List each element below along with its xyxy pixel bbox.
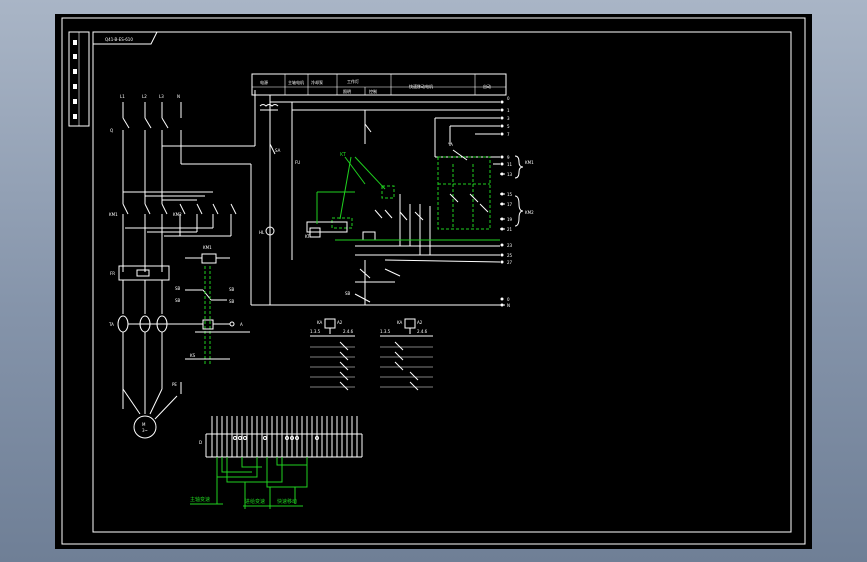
legend-label-rapid: 快速移动 bbox=[277, 498, 297, 505]
drawing-number-tab: Q41-B-ES-610 bbox=[93, 31, 158, 45]
svg-text:SB: SB bbox=[175, 286, 181, 291]
relay-contact-table-1: KA A2 1.3.5 2.4.6 bbox=[310, 318, 355, 391]
header-cell-control: 控制 bbox=[369, 88, 377, 94]
svg-text:3~: 3~ bbox=[142, 428, 148, 433]
svg-text:FU: FU bbox=[295, 160, 300, 165]
svg-text:KM2: KM2 bbox=[525, 210, 534, 215]
svg-text:KM1: KM1 bbox=[525, 160, 534, 165]
svg-text:21: 21 bbox=[507, 227, 513, 232]
thermal-relay bbox=[118, 265, 170, 281]
header-cell-auto: 自动 bbox=[483, 83, 491, 89]
svg-text:N: N bbox=[177, 94, 180, 99]
svg-text:L1: L1 bbox=[120, 94, 125, 99]
motor-label: M bbox=[142, 422, 146, 427]
svg-text:25: 25 bbox=[507, 253, 513, 258]
svg-text:2.4.6: 2.4.6 bbox=[343, 329, 354, 334]
svg-text:D: D bbox=[199, 440, 202, 445]
svg-text:13: 13 bbox=[507, 172, 513, 177]
svg-text:15: 15 bbox=[507, 192, 513, 197]
drawing-number: Q41-B-ES-610 bbox=[105, 37, 133, 42]
svg-text:SB: SB bbox=[229, 299, 235, 304]
svg-text:2.4.6: 2.4.6 bbox=[417, 329, 428, 334]
svg-text:L3: L3 bbox=[159, 94, 164, 99]
header-cell-lighting: 照明 bbox=[343, 89, 351, 94]
header-cell-rapid: 快速移动电机 bbox=[409, 83, 433, 89]
svg-text:HL: HL bbox=[259, 230, 265, 235]
svg-text:3: 3 bbox=[507, 116, 510, 121]
svg-text:1.3.5: 1.3.5 bbox=[380, 329, 391, 334]
legend-label-spindle: 主轴变速 bbox=[190, 496, 210, 503]
svg-text:TA: TA bbox=[108, 322, 114, 327]
svg-text:SA: SA bbox=[275, 148, 281, 153]
svg-text:Q: Q bbox=[110, 128, 113, 133]
svg-text:27: 27 bbox=[507, 260, 513, 265]
legend-label-feed: 进给变速 bbox=[245, 498, 265, 505]
legend: 主轴变速 进给变速 快速移动 bbox=[190, 496, 303, 507]
side-title-strip bbox=[68, 31, 90, 127]
right-terminals: 0 1 3 5 7 9 11 13 15 17 19 21 23 25 27 0 N KM1 K… bbox=[500, 96, 534, 308]
terminal-strip: D bbox=[199, 416, 363, 509]
svg-text:17: 17 bbox=[507, 202, 513, 207]
svg-text:KM2: KM2 bbox=[173, 212, 182, 217]
svg-text:N: N bbox=[507, 303, 510, 308]
svg-text:11: 11 bbox=[507, 162, 513, 167]
aux-components: KM1 SB SB SB SB A KS bbox=[175, 245, 250, 364]
svg-text:23: 23 bbox=[507, 243, 513, 248]
svg-text:A2: A2 bbox=[337, 320, 343, 325]
relay-contact-table-2: KA A2 1.3.5 2.4.6 bbox=[380, 318, 433, 391]
header-cell-coolant: 冷却泵 bbox=[311, 79, 323, 85]
svg-text:KS: KS bbox=[190, 353, 196, 358]
svg-text:L2: L2 bbox=[142, 94, 147, 99]
svg-text:YA: YA bbox=[447, 142, 453, 147]
header-cell-spindle: 主轴电机 bbox=[288, 79, 304, 85]
svg-text:A: A bbox=[240, 322, 243, 327]
km-contacts: KM1 KM2 bbox=[109, 203, 237, 272]
control-circuit: SA HL FU 0 1 3 5 bbox=[251, 95, 534, 308]
svg-text:0: 0 bbox=[507, 96, 510, 101]
svg-text:19: 19 bbox=[507, 217, 513, 222]
current-transformers: TA bbox=[108, 315, 195, 409]
drawing-sheet: Q41-B-ES-610 电源 主轴电机 冷却泵 工作灯 照明 控制 快速移动电… bbox=[55, 14, 812, 549]
svg-text:SB: SB bbox=[229, 287, 235, 292]
svg-text:PE: PE bbox=[172, 382, 177, 387]
svg-text:KT: KT bbox=[340, 152, 347, 158]
svg-text:FR: FR bbox=[110, 271, 115, 276]
header-table: 电源 主轴电机 冷却泵 工作灯 照明 控制 快速移动电机 自动 bbox=[251, 73, 507, 96]
svg-text:A2: A2 bbox=[417, 320, 423, 325]
header-cell-lamp: 工作灯 bbox=[347, 78, 359, 84]
svg-text:SB: SB bbox=[175, 298, 181, 303]
header-cell-power: 电源 bbox=[260, 79, 268, 85]
svg-text:5: 5 bbox=[507, 124, 510, 129]
outer-frame bbox=[61, 17, 806, 545]
svg-text:KA: KA bbox=[397, 320, 403, 325]
svg-text:1.3.5: 1.3.5 bbox=[310, 329, 321, 334]
schematic-canvas: Q41-B-ES-610 电源 主轴电机 冷却泵 工作灯 照明 控制 快速移动电… bbox=[61, 17, 806, 545]
motor-symbol bbox=[133, 415, 157, 439]
svg-text:KT: KT bbox=[305, 234, 310, 239]
green-module bbox=[437, 156, 491, 230]
svg-text:1: 1 bbox=[507, 108, 510, 113]
svg-text:7: 7 bbox=[507, 132, 510, 137]
svg-text:SB: SB bbox=[345, 291, 351, 296]
power-circuit: L1 L2 L3 N Q KM1 KM2 bbox=[108, 90, 256, 439]
svg-text:KA: KA bbox=[317, 320, 323, 325]
svg-text:9: 9 bbox=[507, 155, 510, 160]
svg-text:0: 0 bbox=[507, 297, 510, 302]
inner-frame bbox=[92, 31, 792, 533]
svg-text:KM1: KM1 bbox=[109, 212, 118, 217]
svg-text:KM1: KM1 bbox=[203, 245, 212, 250]
